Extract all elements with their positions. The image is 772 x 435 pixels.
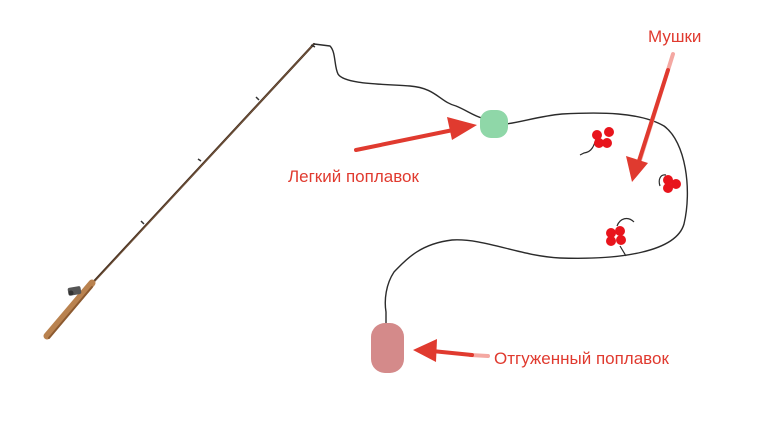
weighted-float [371, 323, 404, 373]
arrow-to-light-float [354, 117, 477, 152]
light-float [480, 110, 508, 138]
rod-blank-highlight [84, 43, 315, 293]
label-light-float: Легкий поплавок [288, 167, 419, 186]
rod-handle [43, 279, 96, 340]
reel-icon [67, 286, 82, 296]
arrow-to-flies [626, 52, 675, 182]
fishing-line [313, 43, 689, 329]
fly-icon [579, 127, 614, 156]
rod-guides [140, 44, 316, 225]
arrow-to-weighted-float [413, 339, 490, 362]
fly-icon [606, 217, 635, 257]
fly-icon [658, 174, 681, 193]
label-flies: Мушки [648, 27, 701, 46]
label-weighted-float: Отгуженный поплавок [494, 349, 669, 368]
rod-handle-shadow [48, 286, 93, 339]
fishing-rod [43, 42, 316, 340]
